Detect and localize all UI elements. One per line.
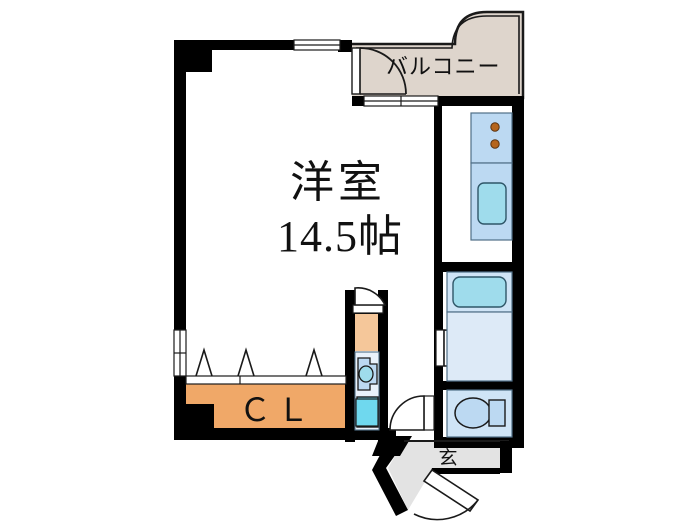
wall-bath-top — [434, 262, 524, 272]
wall-top-pier — [338, 40, 352, 52]
wall-kitchen-top — [438, 96, 524, 106]
wash-basin-bowl — [358, 365, 374, 383]
closet-floor — [186, 383, 345, 430]
balcony-window-top[interactable] — [293, 39, 341, 51]
entrance-floor — [388, 441, 508, 510]
wall-left-outer — [174, 40, 186, 440]
closet-label: ＣＬ — [238, 392, 315, 428]
wall-corridor-right — [378, 290, 388, 448]
stove-burner-2 — [490, 139, 500, 149]
balcony-label: バルコニー — [386, 54, 501, 79]
kitchen-sink — [477, 182, 507, 225]
living-room-floor — [186, 46, 360, 440]
wall-entrance-angled — [372, 440, 408, 516]
entrance-door[interactable] — [413, 468, 480, 521]
entry-cabinet — [355, 398, 379, 427]
toilet-unit[interactable] — [446, 389, 513, 438]
toilet-bowl — [454, 397, 492, 429]
kitchen-unit[interactable] — [470, 112, 513, 241]
wall-corridor-mid — [345, 349, 355, 353]
bathtub — [452, 276, 507, 308]
wall-entrance-right — [500, 441, 512, 473]
living-room-size-label: 14.5帖 — [277, 212, 403, 261]
balcony-door[interactable] — [351, 47, 407, 95]
hall-door[interactable] — [352, 287, 391, 341]
balcony-floor — [352, 12, 523, 98]
wall-kitchen-left — [434, 96, 442, 266]
wall-toilet-bottom — [434, 437, 524, 448]
wall-right-outer — [512, 98, 524, 448]
wall-entrance-threshold — [430, 468, 500, 474]
wall-bath-toilet-divider — [443, 381, 524, 390]
toilet-door[interactable] — [389, 395, 435, 431]
wall-corridor-left — [345, 290, 355, 442]
living-room-name-label: 洋室 — [290, 158, 386, 207]
stove-burner-1 — [490, 122, 500, 132]
balcony-outline — [352, 10, 525, 100]
wall-top-left — [186, 40, 294, 50]
wall-bottom-left — [174, 428, 396, 440]
entrance-label: 玄 — [438, 448, 458, 469]
living-window-left[interactable] — [173, 329, 187, 377]
toilet-tank — [488, 399, 506, 427]
closet-door[interactable] — [185, 347, 347, 385]
balcony-window-bottom[interactable] — [363, 95, 439, 107]
bathroom-unit[interactable] — [446, 271, 513, 382]
wall-entrance-angled-upper — [372, 436, 412, 456]
balcony-outline-inner — [356, 15, 520, 94]
wall-balcony-bottom — [352, 96, 364, 106]
